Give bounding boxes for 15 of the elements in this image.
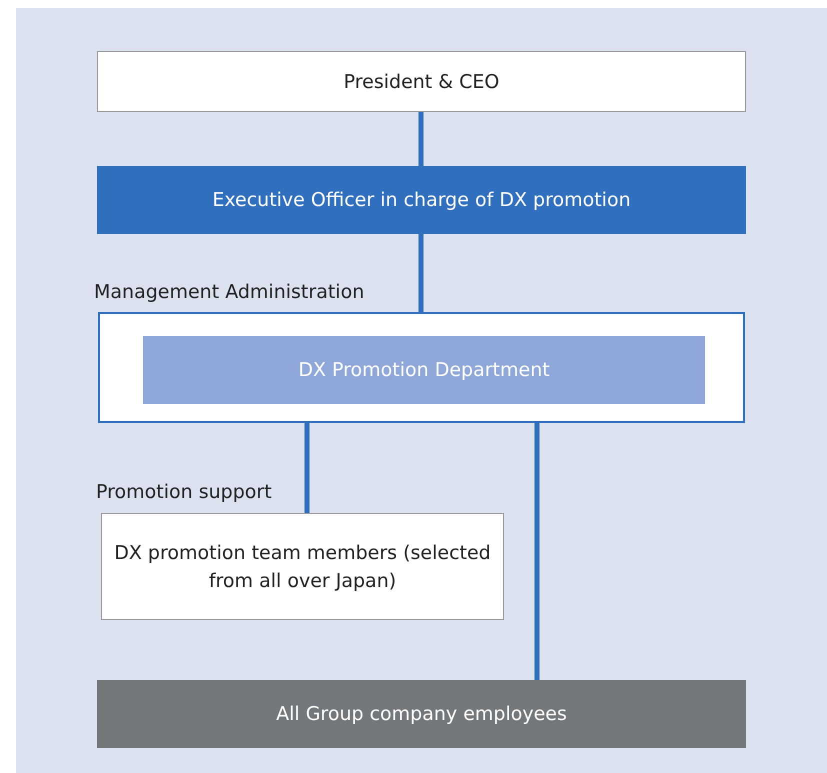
- connector-line: [418, 112, 424, 166]
- node-label: Executive Officer in charge of DX promotion: [212, 188, 631, 213]
- node-label: DX Promotion Department: [298, 358, 550, 383]
- employees-box: [97, 680, 746, 748]
- connector-line: [418, 234, 424, 312]
- position-box: [97, 51, 746, 112]
- connector-line: [304, 423, 310, 513]
- connector-line: [534, 423, 540, 680]
- section-heading: Management Administration: [94, 280, 364, 305]
- section-heading: Promotion support: [96, 480, 272, 505]
- department-box: [143, 336, 705, 404]
- node-label: President & CEO: [344, 70, 500, 94]
- node-label: DX promotion team members (selected from all over Japan): [113, 540, 492, 594]
- node-label: All Group company employees: [276, 702, 567, 727]
- position-box: [97, 166, 746, 234]
